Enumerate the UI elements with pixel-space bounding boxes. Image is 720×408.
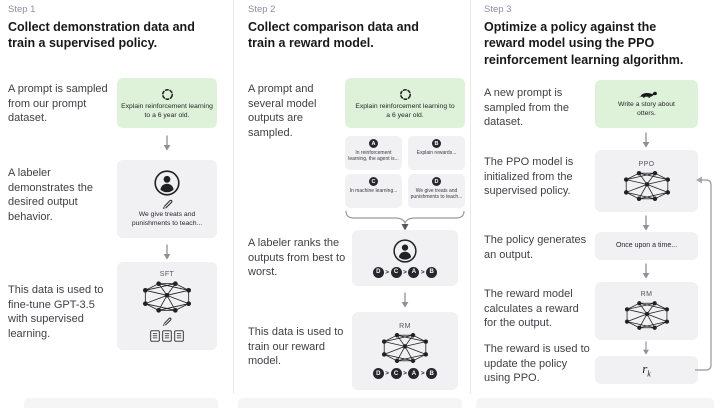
sft-label: SFT: [159, 270, 175, 278]
down-arrow-icon: [162, 244, 172, 260]
step3-output-box: Once upon a time...: [595, 232, 698, 260]
step1-labeler-box-text: We give treats and punishments to teach.…: [131, 210, 203, 227]
output-d-badge: D: [432, 177, 441, 186]
loop-arrow-icon: [695, 176, 712, 371]
step2-rm-box: RM D > C > A > B: [352, 312, 458, 390]
reward-variable: rk: [642, 361, 651, 379]
step3-prompt-box-text: Write a story about otters.: [618, 101, 675, 117]
neural-network-icon: [381, 332, 429, 364]
down-arrow-icon: [162, 135, 172, 151]
reward-variable-sub-k: k: [647, 369, 651, 379]
step2-rank-text: A labeler ranks the outputs from best to…: [248, 237, 346, 279]
column-divider-1: [233, 0, 234, 394]
down-arrow-icon: [641, 132, 651, 148]
labeler-icon: [154, 170, 180, 196]
rank-separator: >: [420, 370, 425, 377]
rank-separator: >: [403, 268, 407, 276]
curly-brace-icon: [345, 210, 465, 231]
step1-labeler-text: A labeler demonstrates the desired outpu…: [8, 167, 93, 223]
step1-labeler-box: We give treats and punishments to teach.…: [117, 160, 217, 238]
output-d-text: We give treats and punishments to teach.…: [410, 187, 463, 200]
ranking-row: D > C > A > B: [372, 266, 438, 278]
step1-heading: Collect demonstration data and train a s…: [8, 20, 195, 51]
bottom-strip: [238, 398, 462, 408]
pencil-icon: [162, 316, 172, 326]
otter-icon: [636, 89, 658, 99]
reward-variable-r: r: [642, 361, 648, 377]
step3-rm-box: RM: [595, 282, 698, 340]
bottom-strip: [476, 398, 714, 408]
output-b-badge: B: [432, 139, 441, 148]
document-icon: [174, 330, 184, 342]
step1-prompt-box-text: Explain reinforcement learning to a 6 ye…: [121, 102, 213, 119]
rank-circle-3: A: [408, 368, 420, 379]
step3-reward-value-box: rk: [595, 356, 698, 384]
ppo-label: PPO: [638, 160, 655, 168]
down-arrow-icon: [400, 292, 410, 308]
step2-label: Step 2: [248, 4, 276, 15]
output-b-text: Explain rewards...: [416, 149, 457, 156]
rank-circle-2: C: [390, 368, 402, 379]
output-box-b: B Explain rewards...: [408, 136, 465, 170]
document-icon: [150, 330, 160, 342]
rm-label: RM: [399, 323, 411, 330]
step2-labeler-box: D > C > A > B: [352, 230, 458, 286]
ranking-row: D > C > A > B: [372, 368, 438, 379]
output-c-text: In machine learning...: [349, 187, 398, 194]
rank-circle-4: B: [426, 266, 438, 278]
down-arrow-icon: [641, 263, 651, 279]
neural-network-icon: [623, 170, 671, 202]
output-a-badge: A: [369, 139, 378, 148]
output-c-badge: C: [369, 177, 378, 186]
rm-label: RM: [640, 291, 653, 298]
step1-prompt-box: Explain reinforcement learning to a 6 ye…: [117, 78, 217, 128]
step1-label: Step 1: [8, 4, 36, 15]
step3-ppo-text: The PPO model is initialized from the su…: [484, 156, 574, 198]
step3-output-text: The policy generates an output.: [484, 234, 587, 261]
labeler-icon: [393, 239, 417, 263]
step3-ppo-box: PPO: [595, 150, 698, 212]
output-box-d: D We give treats and punishments to teac…: [408, 174, 465, 208]
pencil-icon: [162, 198, 173, 209]
output-a-text: In reinforcement learning, the agent is.…: [348, 149, 399, 162]
rank-circle-4: B: [426, 368, 438, 379]
rank-separator: >: [385, 268, 390, 276]
step1-finetune-text: This data is used to fine-tune GPT-3.5 w…: [8, 284, 104, 340]
rank-circle-3: A: [408, 266, 420, 278]
step3-heading: Optimize a policy against the reward mod…: [484, 20, 684, 67]
output-box-c: C In machine learning...: [345, 174, 402, 208]
rank-separator: >: [385, 370, 390, 377]
neural-network-icon: [142, 280, 192, 314]
document-icon: [162, 330, 172, 342]
step2-prompt-box-text: Explain reinforcement learning to a 6 ye…: [355, 102, 455, 119]
step2-train-text: This data is used to train our reward mo…: [248, 326, 344, 368]
sample-prompt-icon: [161, 88, 174, 101]
down-arrow-icon: [641, 341, 651, 355]
rank-circle-2: C: [390, 266, 402, 278]
step1-sft-box: SFT: [117, 262, 217, 350]
step3-label: Step 3: [484, 4, 512, 15]
step1-prompt-text: A prompt is sampled from our prompt data…: [8, 83, 108, 125]
step3-reward-text: The reward model calculates a reward for…: [484, 288, 579, 330]
rank-separator: >: [403, 370, 407, 377]
column-divider-2: [470, 0, 471, 394]
step2-prompt-text: A prompt and several model outputs are s…: [248, 83, 317, 139]
step3-prompt-text: A new prompt is sampled from the dataset…: [484, 87, 569, 129]
step2-heading: Collect comparison data and train a rewa…: [248, 20, 419, 51]
step3-prompt-box: Write a story about otters.: [595, 80, 698, 128]
step3-update-text: The reward is used to update the policy …: [484, 343, 590, 385]
rank-circle-1: D: [372, 368, 384, 379]
rank-separator: >: [420, 268, 425, 276]
rank-circle-1: D: [372, 266, 384, 278]
sample-prompt-icon: [399, 88, 412, 101]
output-box-a: A In reinforcement learning, the agent i…: [345, 136, 402, 170]
step3-output-box-text: Once upon a time...: [615, 242, 678, 250]
bottom-strip: [24, 398, 218, 408]
step2-prompt-box: Explain reinforcement learning to a 6 ye…: [345, 78, 465, 128]
neural-network-icon: [624, 300, 670, 331]
documents-row: [150, 330, 184, 342]
down-arrow-icon: [641, 215, 651, 231]
